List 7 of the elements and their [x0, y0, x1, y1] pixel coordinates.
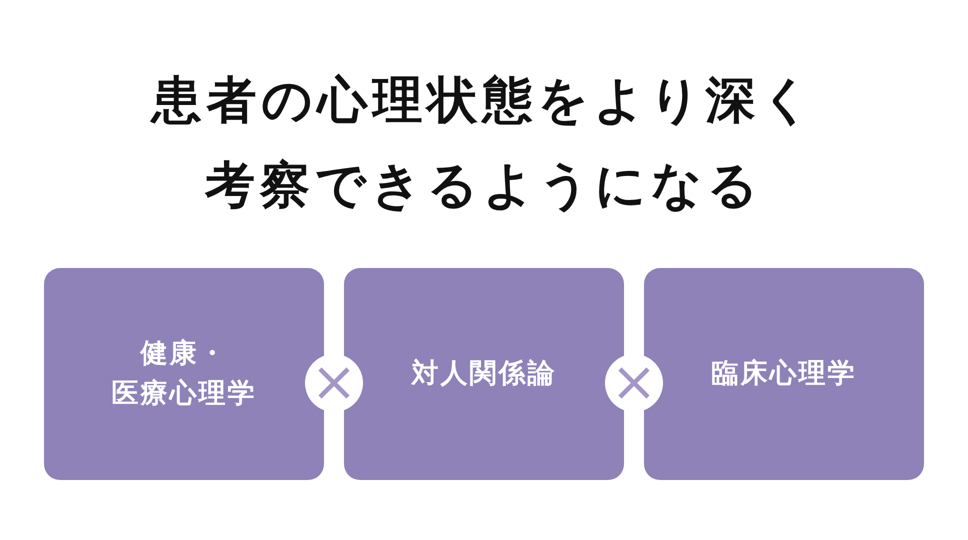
- topic-label: 健康・医療心理学: [110, 337, 258, 411]
- topic-label: 臨床心理学: [712, 357, 856, 391]
- title: 患者の心理状態をより深く考察できるようになる: [149, 70, 818, 216]
- topic-box: [344, 268, 624, 480]
- topic-box: [44, 268, 324, 480]
- topic-box: [644, 268, 924, 480]
- topic-label: 対人関係論: [412, 357, 556, 391]
